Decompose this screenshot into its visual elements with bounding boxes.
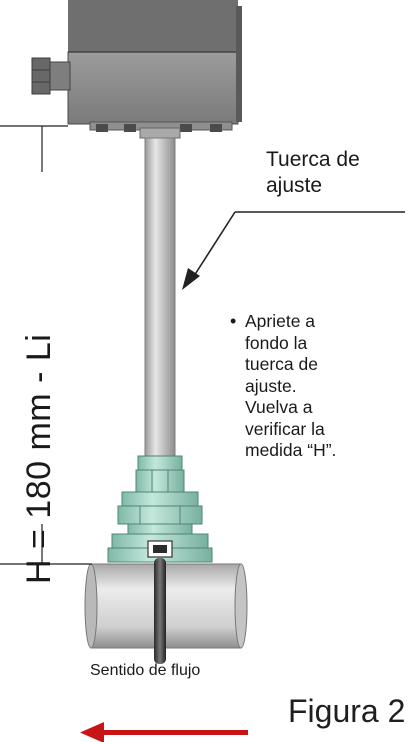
adjust-nut-label-line-2: ajuste: [266, 174, 323, 197]
instruction-note: • Apriete a fondo la tuerca de ajuste. V…: [230, 311, 401, 462]
bullet-icon: •: [230, 311, 237, 331]
adjust-nut-label-line-1: Tuerca de: [266, 148, 360, 171]
note-line-4: ajuste.: [245, 375, 297, 396]
note-line-1: Apriete a: [245, 311, 316, 331]
height-dimension-label: H = 180 mm - Li: [20, 333, 58, 584]
note-line-7: medida “H”.: [245, 440, 337, 460]
adjust-nut-label: Tuerca de ajuste: [266, 147, 360, 199]
adjustment-fitting: [107, 455, 213, 563]
figure-caption: Figura 2: [288, 693, 406, 729]
dimension-lines: [0, 125, 92, 565]
flow-arrow: [80, 722, 248, 742]
leader-arrow: [182, 211, 405, 290]
note-line-2: fondo la: [245, 332, 308, 353]
flow-direction-label: Sentido de flujo: [90, 662, 201, 679]
note-line-3: tuerca de: [245, 354, 318, 374]
note-line-5: Vuelva a: [245, 397, 313, 417]
probe-tip: [154, 558, 166, 664]
junction-box: [31, 0, 242, 139]
probe-rod: [144, 137, 176, 457]
note-line-6: verificar la: [245, 418, 325, 439]
